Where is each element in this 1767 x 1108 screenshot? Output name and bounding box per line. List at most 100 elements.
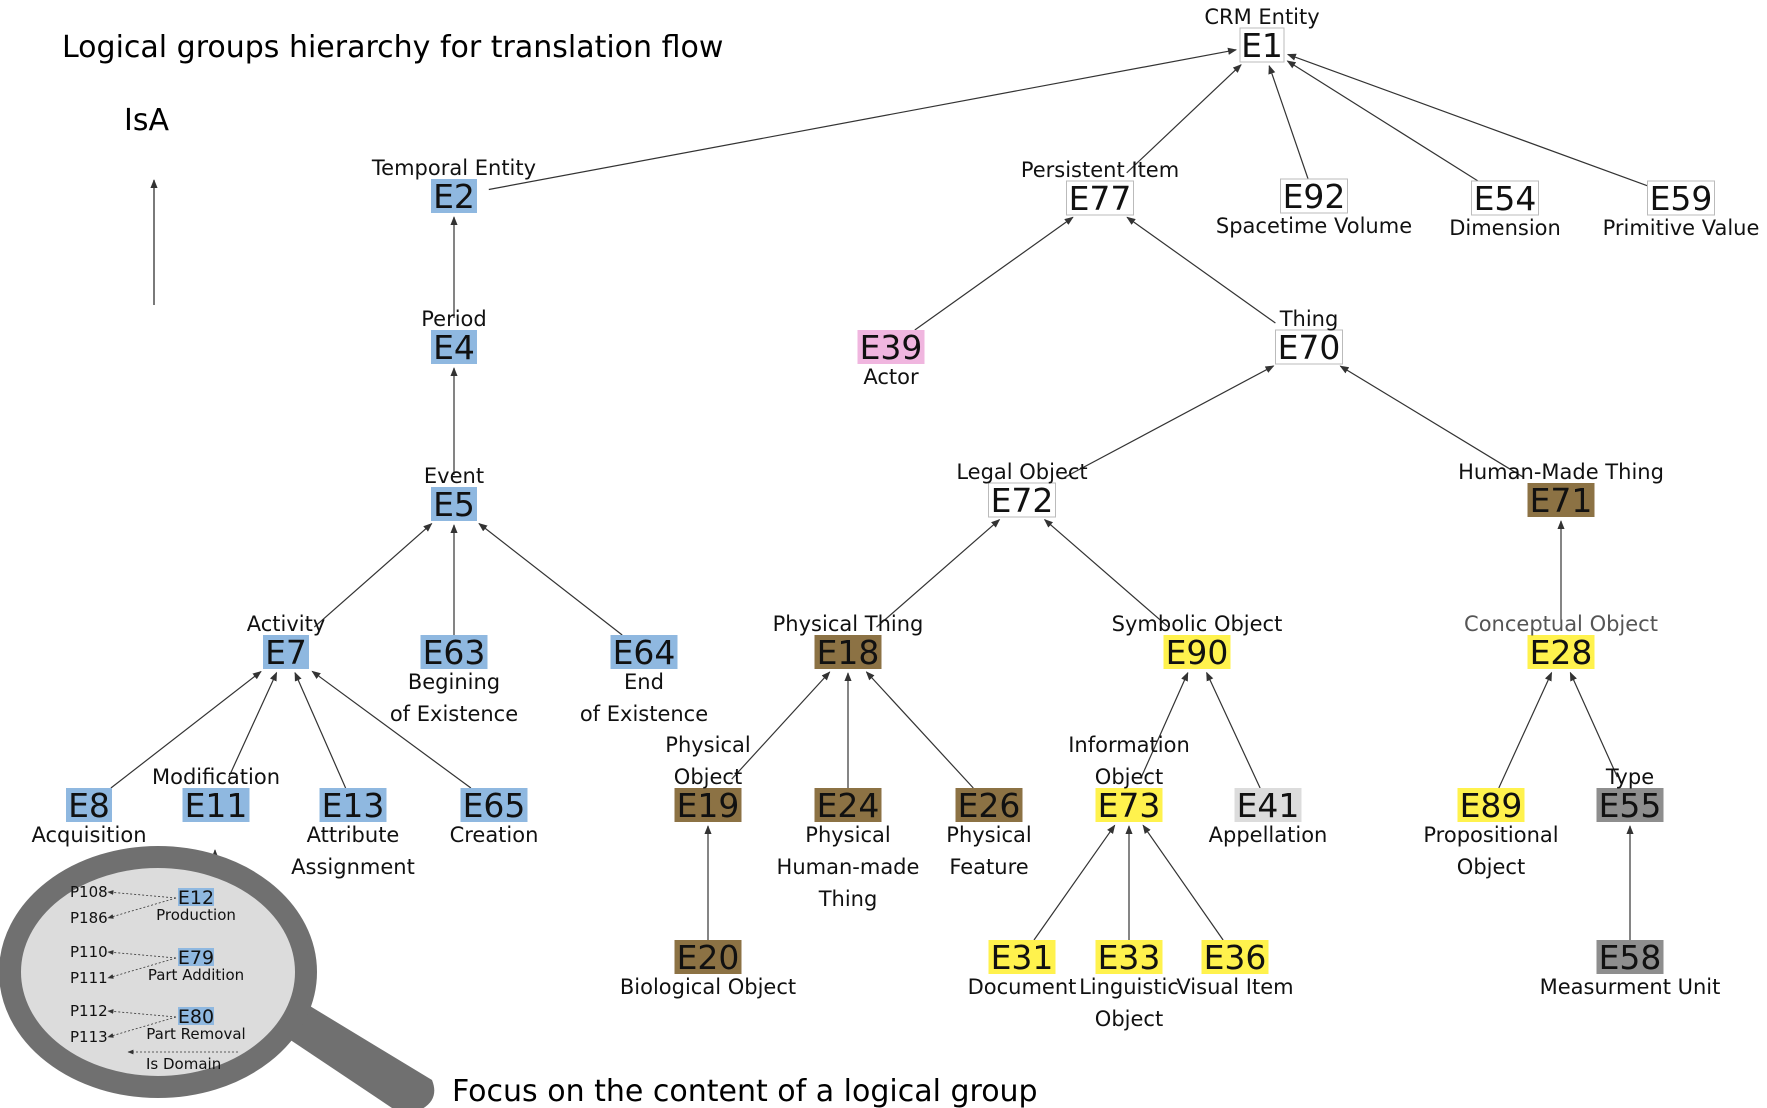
node-box (1527, 635, 1595, 669)
node-box (460, 788, 528, 822)
node-box (263, 635, 309, 669)
edge-e36-to-e73 (1142, 824, 1224, 941)
node-label: Physical (665, 733, 750, 757)
diagram-title: Logical groups hierarchy for translation… (62, 30, 723, 65)
focus-caption: Focus on the content of a logical group (452, 1074, 1038, 1108)
node-label: Actor (863, 365, 919, 389)
edge-e39-to-e77 (914, 216, 1074, 331)
lens-property-p186: P186 (70, 909, 108, 927)
node-id: E39 (860, 328, 923, 367)
lens-property-p112: P112 (70, 1002, 108, 1020)
node-label: Assignment (291, 855, 415, 879)
node-label: Spacetime Volume (1216, 214, 1412, 238)
node-label: Document (968, 975, 1077, 999)
node-box (1596, 940, 1664, 974)
node-box (1201, 940, 1269, 974)
lens-property-p108: P108 (70, 883, 108, 901)
node-label: Physical (946, 823, 1031, 847)
edge-e77-to-e1 (1126, 64, 1242, 174)
node-box (988, 940, 1056, 974)
node-box (1275, 329, 1343, 365)
node-id: E72 (991, 481, 1054, 520)
node-label: Human-Made Thing (1458, 460, 1664, 484)
edge-e55-to-e28 (1569, 671, 1618, 778)
node-id: E64 (613, 633, 676, 672)
node-box (1095, 940, 1163, 974)
lens-item-id: E79 (178, 947, 214, 969)
node-label: Activity (247, 612, 326, 636)
node-id: E2 (433, 177, 475, 216)
node-label: of Existence (390, 702, 518, 726)
edge-e18-to-e72 (876, 519, 1001, 628)
node-label: Type (1605, 765, 1654, 789)
node-label: Measurment Unit (1540, 975, 1721, 999)
edge-e41-to-e90 (1206, 671, 1261, 789)
node-id: E18 (817, 633, 880, 672)
node-id: E31 (991, 938, 1054, 977)
lens-item-box (178, 1007, 214, 1025)
node-box (610, 635, 678, 669)
edge-e65-to-e7 (311, 670, 472, 789)
lens-property-p110: P110 (70, 943, 108, 961)
node-box (319, 788, 387, 822)
node-id: E20 (677, 938, 740, 977)
node-box (1095, 788, 1163, 822)
node-box (814, 788, 882, 822)
node-label: Linguistic (1079, 975, 1179, 999)
node-label: Persistent Item (1021, 158, 1179, 182)
node-label: Feature (949, 855, 1028, 879)
node-id: E33 (1098, 938, 1161, 977)
edge-e31-to-e73 (1033, 824, 1116, 941)
node-label: Object (674, 765, 742, 789)
lens-item-id: E12 (178, 887, 214, 909)
node-label: End (624, 670, 664, 694)
node-id: E5 (433, 485, 475, 524)
node-id: E19 (677, 786, 740, 825)
edge-e7-to-e5 (313, 523, 433, 628)
node-id: E73 (1098, 786, 1161, 825)
node-label: Period (421, 307, 486, 331)
node-label: Object (1095, 765, 1163, 789)
edge-e11-to-e7 (228, 671, 278, 778)
node-id: E70 (1278, 328, 1341, 367)
node-id: E1 (1241, 26, 1283, 65)
lens-item-label: Production (156, 906, 236, 924)
node-id: E59 (1650, 179, 1713, 218)
node-label: Appellation (1209, 823, 1328, 847)
lens-legend-label: Is Domain (146, 1055, 221, 1073)
node-id: E8 (68, 786, 110, 825)
node-box (1280, 178, 1348, 214)
node-box (857, 330, 925, 364)
edge-e92-to-e1 (1268, 64, 1309, 180)
lens-item-box (178, 948, 214, 966)
node-label: Dimension (1449, 216, 1561, 240)
edge-e71-to-e70 (1339, 365, 1524, 478)
node-id: E65 (463, 786, 526, 825)
magnifier-handle (268, 1000, 435, 1108)
node-label: Modification (152, 765, 280, 789)
edge-e90-to-e72 (1043, 519, 1169, 628)
